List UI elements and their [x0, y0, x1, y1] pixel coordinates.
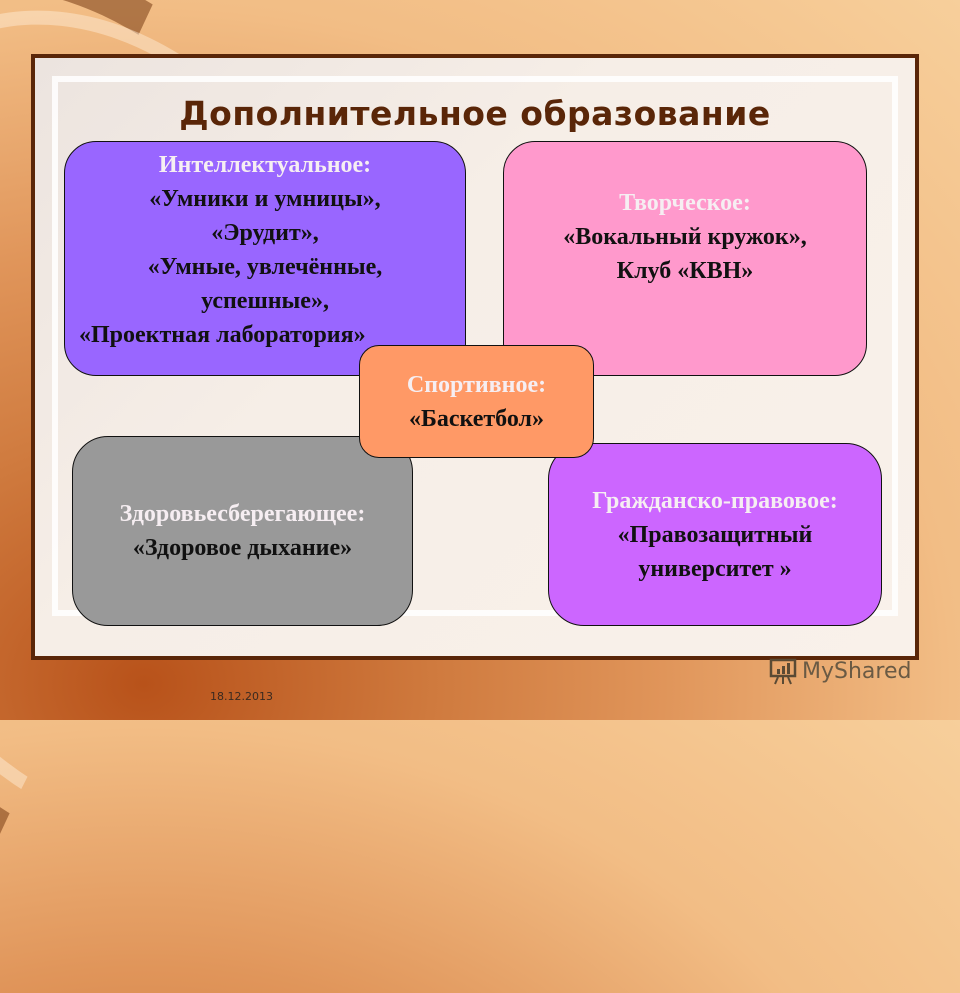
- box-heading: Здоровьесберегающее:: [119, 501, 366, 527]
- box-health: Здоровьесберегающее: «Здоровое дыхание»: [72, 436, 413, 626]
- box-line: успешные»,: [201, 288, 329, 314]
- slide-date: 18.12.2013: [210, 690, 273, 703]
- presentation-chart-icon: [768, 656, 798, 686]
- box-heading: Гражданско-правовое:: [592, 487, 838, 514]
- box-line: «Вокальный кружок»,: [563, 224, 807, 250]
- box-heading: Спортивное:: [406, 371, 547, 398]
- box-line: «Умные, увлечённые,: [147, 254, 383, 280]
- watermark[interactable]: MyShared: [768, 656, 911, 686]
- box-line: «Эрудит»,: [211, 220, 319, 246]
- box-heading: Творческое:: [619, 190, 751, 216]
- box-line: «Правозащитный: [617, 521, 813, 548]
- box-creative: Творческое: «Вокальный кружок», Клуб «КВ…: [503, 141, 867, 376]
- box-line: «Баскетбол»: [408, 405, 545, 432]
- box-heading: Интеллектуальное:: [158, 152, 372, 178]
- box-sport: Спортивное: «Баскетбол»: [359, 345, 594, 458]
- frame-inner-border: [52, 76, 898, 616]
- box-line: «Умники и умницы»,: [149, 186, 381, 212]
- box-line: университет »: [638, 555, 792, 582]
- box-intellectual: Интеллектуальное: «Умники и умницы», «Эр…: [64, 141, 466, 376]
- box-line: Клуб «КВН»: [616, 258, 754, 284]
- box-civic: Гражданско-правовое: «Правозащитный унив…: [548, 443, 882, 626]
- watermark-text: MyShared: [802, 658, 912, 684]
- box-line: «Здоровое дыхание»: [132, 535, 353, 561]
- slide-title: Дополнительное образование: [179, 94, 771, 133]
- box-line: «Проектная лаборатория»: [79, 322, 366, 348]
